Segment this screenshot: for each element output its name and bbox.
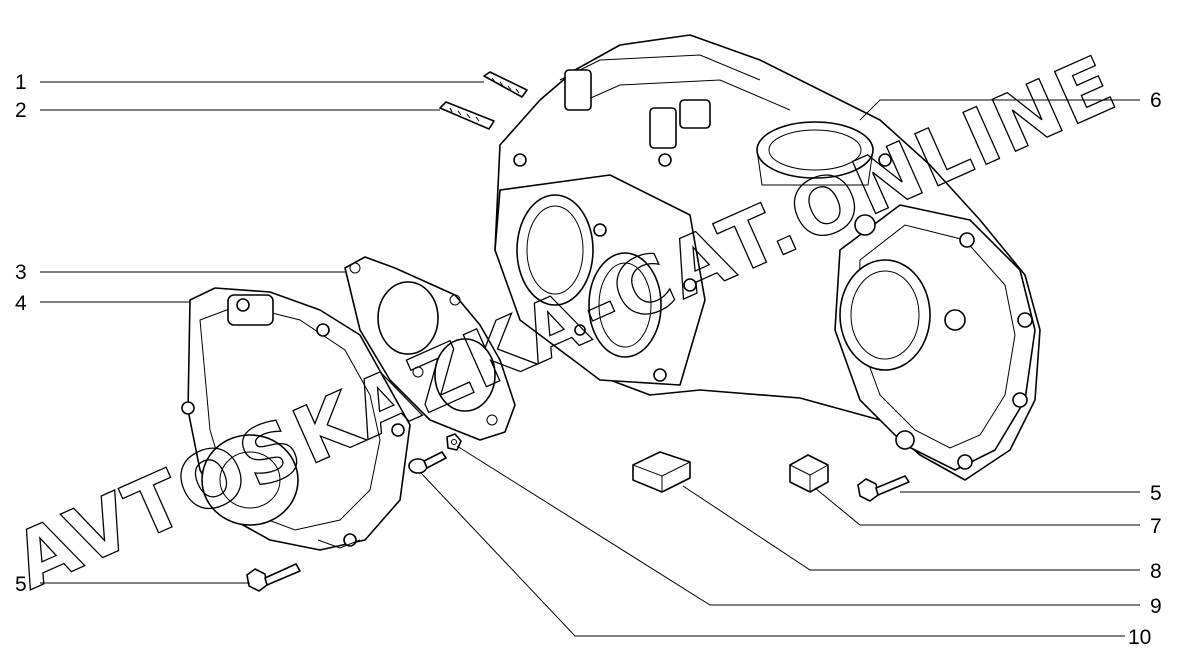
gearbox-housing bbox=[494, 34, 1041, 481]
leader-lines bbox=[40, 81, 1140, 637]
callout-10: 10 bbox=[1128, 626, 1151, 649]
leader-7 bbox=[814, 487, 1140, 526]
callout-5-right: 5 bbox=[1150, 482, 1162, 505]
gasket bbox=[344, 256, 516, 441]
stud-short bbox=[483, 71, 528, 98]
callout-7: 7 bbox=[1150, 515, 1162, 538]
callout-2: 2 bbox=[15, 99, 27, 122]
bolt-small bbox=[408, 451, 447, 474]
stud-long bbox=[439, 101, 495, 130]
end-cover bbox=[181, 287, 411, 551]
callout-4: 4 bbox=[15, 292, 27, 315]
callout-1: 1 bbox=[15, 71, 27, 94]
leader-10 bbox=[420, 472, 1125, 637]
leader-6-tail bbox=[859, 99, 881, 121]
leader-8 bbox=[682, 485, 1140, 571]
callout-3: 3 bbox=[15, 261, 27, 284]
drain-plug bbox=[789, 454, 829, 493]
callout-8: 8 bbox=[1150, 560, 1162, 583]
callout-9: 9 bbox=[1150, 595, 1162, 618]
leader-9 bbox=[456, 445, 1140, 606]
callout-5-left: 5 bbox=[15, 573, 27, 596]
callout-6: 6 bbox=[1150, 89, 1162, 112]
rubber-pad bbox=[632, 451, 691, 493]
bolt bbox=[246, 475, 910, 592]
callout-numbers: 1 2 3 4 5 6 5 7 8 9 10 bbox=[15, 71, 1162, 649]
